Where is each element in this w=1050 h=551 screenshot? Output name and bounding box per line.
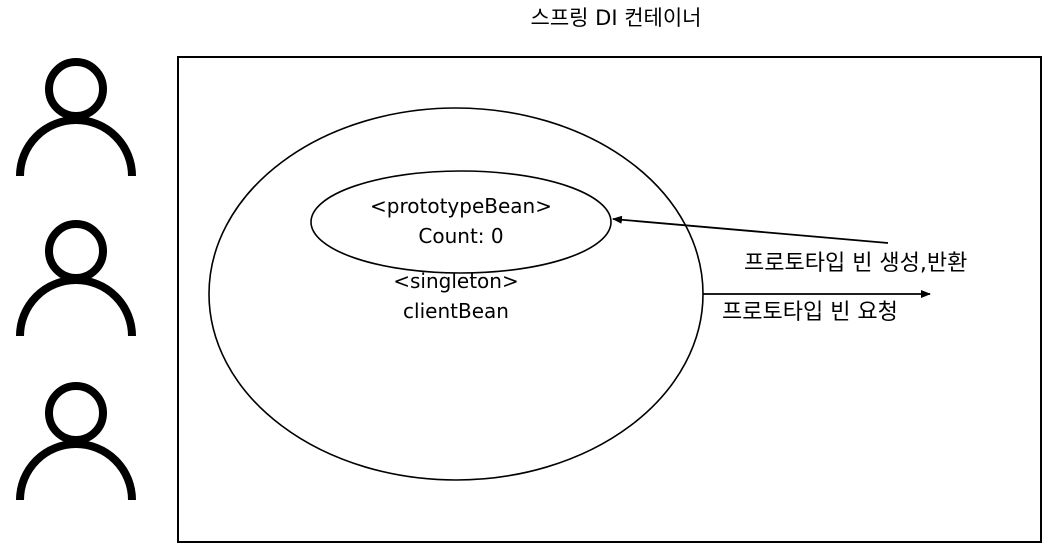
singleton-ellipse [208,107,704,481]
container-title: 스프링 DI 컨테이너 [531,6,702,30]
user-icon [16,58,136,177]
client-bean-label: clientBean [403,299,509,323]
singleton-label: <singleton> [393,269,518,293]
user-icon [16,382,136,501]
response-arrow-label: 프로토타입 빈 생성,반환 [744,251,967,276]
di-container-box [177,56,1042,543]
request-arrow-label: 프로토타입 빈 요청 [722,300,898,325]
user-icon [16,220,136,337]
prototype-ellipse [310,170,612,274]
response-arrow [612,215,889,244]
prototype-bean-label: <prototypeBean> [370,194,552,218]
prototype-count-label: Count: 0 [418,224,503,248]
